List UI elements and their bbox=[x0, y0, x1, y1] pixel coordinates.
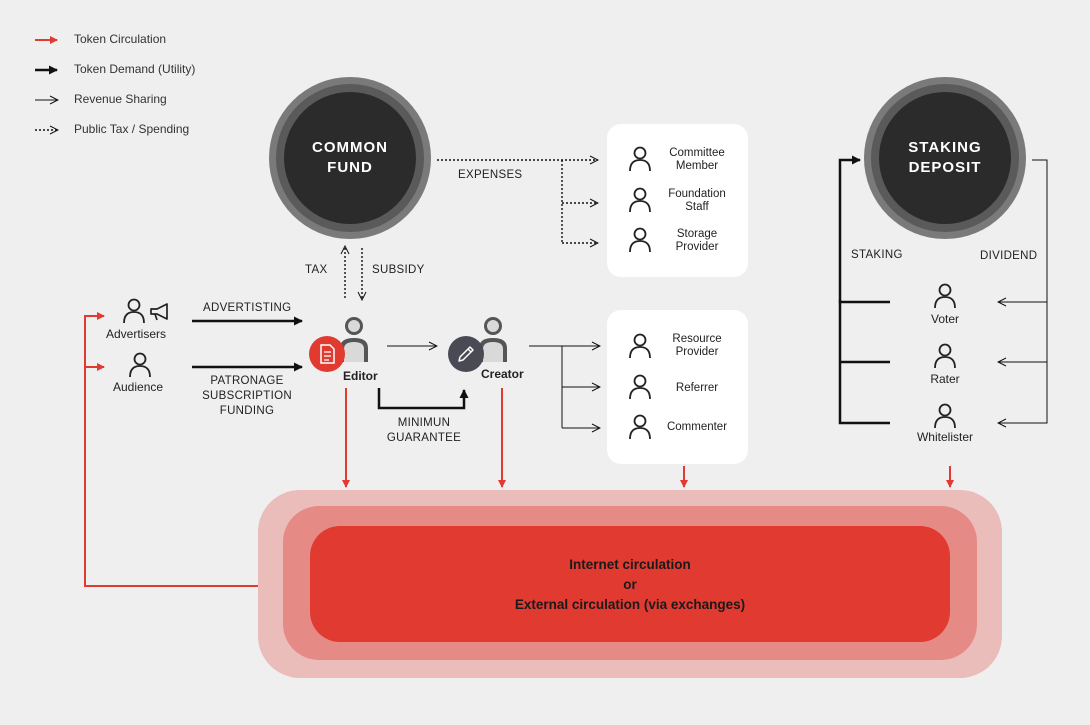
editor-node bbox=[309, 317, 368, 372]
committee-person-icon bbox=[629, 146, 651, 172]
audience-label: Audience bbox=[113, 380, 164, 394]
advertisers-person-icon bbox=[123, 298, 145, 324]
circulation-arrows bbox=[84, 312, 954, 587]
demand-arrows bbox=[192, 316, 469, 410]
staking-deposit-line1: STAKING bbox=[908, 139, 982, 156]
whitelister-person-icon bbox=[934, 403, 956, 429]
contributor-card: Resource Provider Referrer Commenter bbox=[607, 310, 748, 464]
contrib-item-commenter: Commenter bbox=[666, 421, 728, 433]
advertisers-label: Advertisers bbox=[106, 327, 167, 341]
resource-person-icon bbox=[629, 333, 651, 359]
storage-person-icon bbox=[629, 227, 651, 253]
legend-public-tax: Public Tax / Spending bbox=[74, 122, 190, 136]
patronage-line2: SUBSCRIPTION bbox=[202, 390, 292, 402]
creator-label: Creator bbox=[481, 367, 524, 381]
tax-label: TAX bbox=[305, 264, 328, 276]
megaphone-icon bbox=[150, 303, 168, 321]
common-fund-line2: FUND bbox=[327, 159, 373, 176]
editor-label: Editor bbox=[343, 369, 378, 383]
creator-node bbox=[448, 317, 507, 372]
legend-token-circulation: Token Circulation bbox=[74, 32, 167, 46]
circulation-line1: Internet circulation bbox=[569, 557, 691, 572]
circulation-text: Internet circulation or External circula… bbox=[310, 555, 950, 615]
staff-item-committee: Committee Member bbox=[662, 147, 732, 173]
expenses-arrows bbox=[437, 160, 598, 243]
staff-card: Committee Member Foundation Staff Storag… bbox=[607, 124, 748, 277]
foundation-line2: Staff bbox=[685, 201, 709, 213]
document-icon bbox=[309, 336, 345, 372]
storage-line2: Provider bbox=[675, 241, 719, 253]
contrib-item-resource: Resource Provider bbox=[662, 333, 732, 359]
legend-revenue-sharing: Revenue Sharing bbox=[74, 92, 167, 106]
patronage-line3: FUNDING bbox=[219, 405, 275, 417]
subsidy-label: SUBSIDY bbox=[372, 264, 425, 276]
circulation-line3: External circulation (via exchanges) bbox=[514, 597, 746, 612]
audience-person-icon bbox=[129, 352, 151, 378]
voter-person-icon bbox=[934, 283, 956, 309]
staff-item-storage: Storage Provider bbox=[662, 228, 732, 254]
rater-label: Rater bbox=[930, 372, 960, 386]
contrib-item-referrer: Referrer bbox=[675, 382, 719, 394]
common-fund-circle bbox=[269, 77, 431, 239]
rater-person-icon bbox=[934, 343, 956, 369]
advertisting-label: ADVERTISTING bbox=[203, 302, 292, 314]
expenses-label: EXPENSES bbox=[458, 169, 523, 181]
patronage-label: PATRONAGE SUBSCRIPTION FUNDING bbox=[188, 374, 306, 419]
common-fund-title: COMMON FUND bbox=[300, 138, 400, 178]
circulation-line2: or bbox=[623, 577, 637, 592]
creator-person-icon bbox=[479, 317, 507, 362]
staff-item-foundation: Foundation Staff bbox=[662, 188, 732, 214]
legend-token-demand: Token Demand (Utility) bbox=[74, 62, 196, 76]
commenter-person-icon bbox=[629, 414, 651, 440]
staking-deposit-title: STAKING DEPOSIT bbox=[895, 138, 995, 178]
minimum-guarantee-line2: GUARANTEE bbox=[386, 432, 462, 444]
voter-label: Voter bbox=[930, 312, 960, 326]
revenue-arrows bbox=[387, 159, 1048, 428]
committee-line2: Member bbox=[675, 160, 719, 172]
storage-line1: Storage bbox=[676, 228, 718, 240]
staking-arrows bbox=[838, 155, 890, 425]
dividend-label: DIVIDEND bbox=[980, 250, 1038, 262]
tax-subsidy-arrows bbox=[345, 246, 362, 300]
committee-line1: Committee bbox=[669, 147, 725, 159]
resource-line1: Resource bbox=[672, 333, 722, 345]
resource-line2: Provider bbox=[675, 346, 719, 358]
legend-arrows bbox=[35, 36, 58, 130]
staking-deposit-circle bbox=[864, 77, 1026, 239]
pencil-icon bbox=[448, 336, 484, 372]
foundation-person-icon bbox=[629, 187, 651, 213]
referrer-person-icon bbox=[629, 374, 651, 400]
patronage-line1: PATRONAGE bbox=[210, 375, 284, 387]
minimum-guarantee-label: MINIMUN GUARANTEE bbox=[374, 416, 474, 446]
whitelister-label: Whitelister bbox=[916, 430, 973, 444]
staking-deposit-line2: DEPOSIT bbox=[908, 159, 982, 176]
minimum-guarantee-line1: MINIMUN bbox=[397, 417, 451, 429]
foundation-line1: Foundation bbox=[668, 188, 726, 200]
staking-label: STAKING bbox=[851, 249, 903, 261]
circulation-blob bbox=[258, 490, 1002, 678]
common-fund-line1: COMMON bbox=[312, 139, 388, 156]
editor-person-icon bbox=[340, 317, 368, 362]
